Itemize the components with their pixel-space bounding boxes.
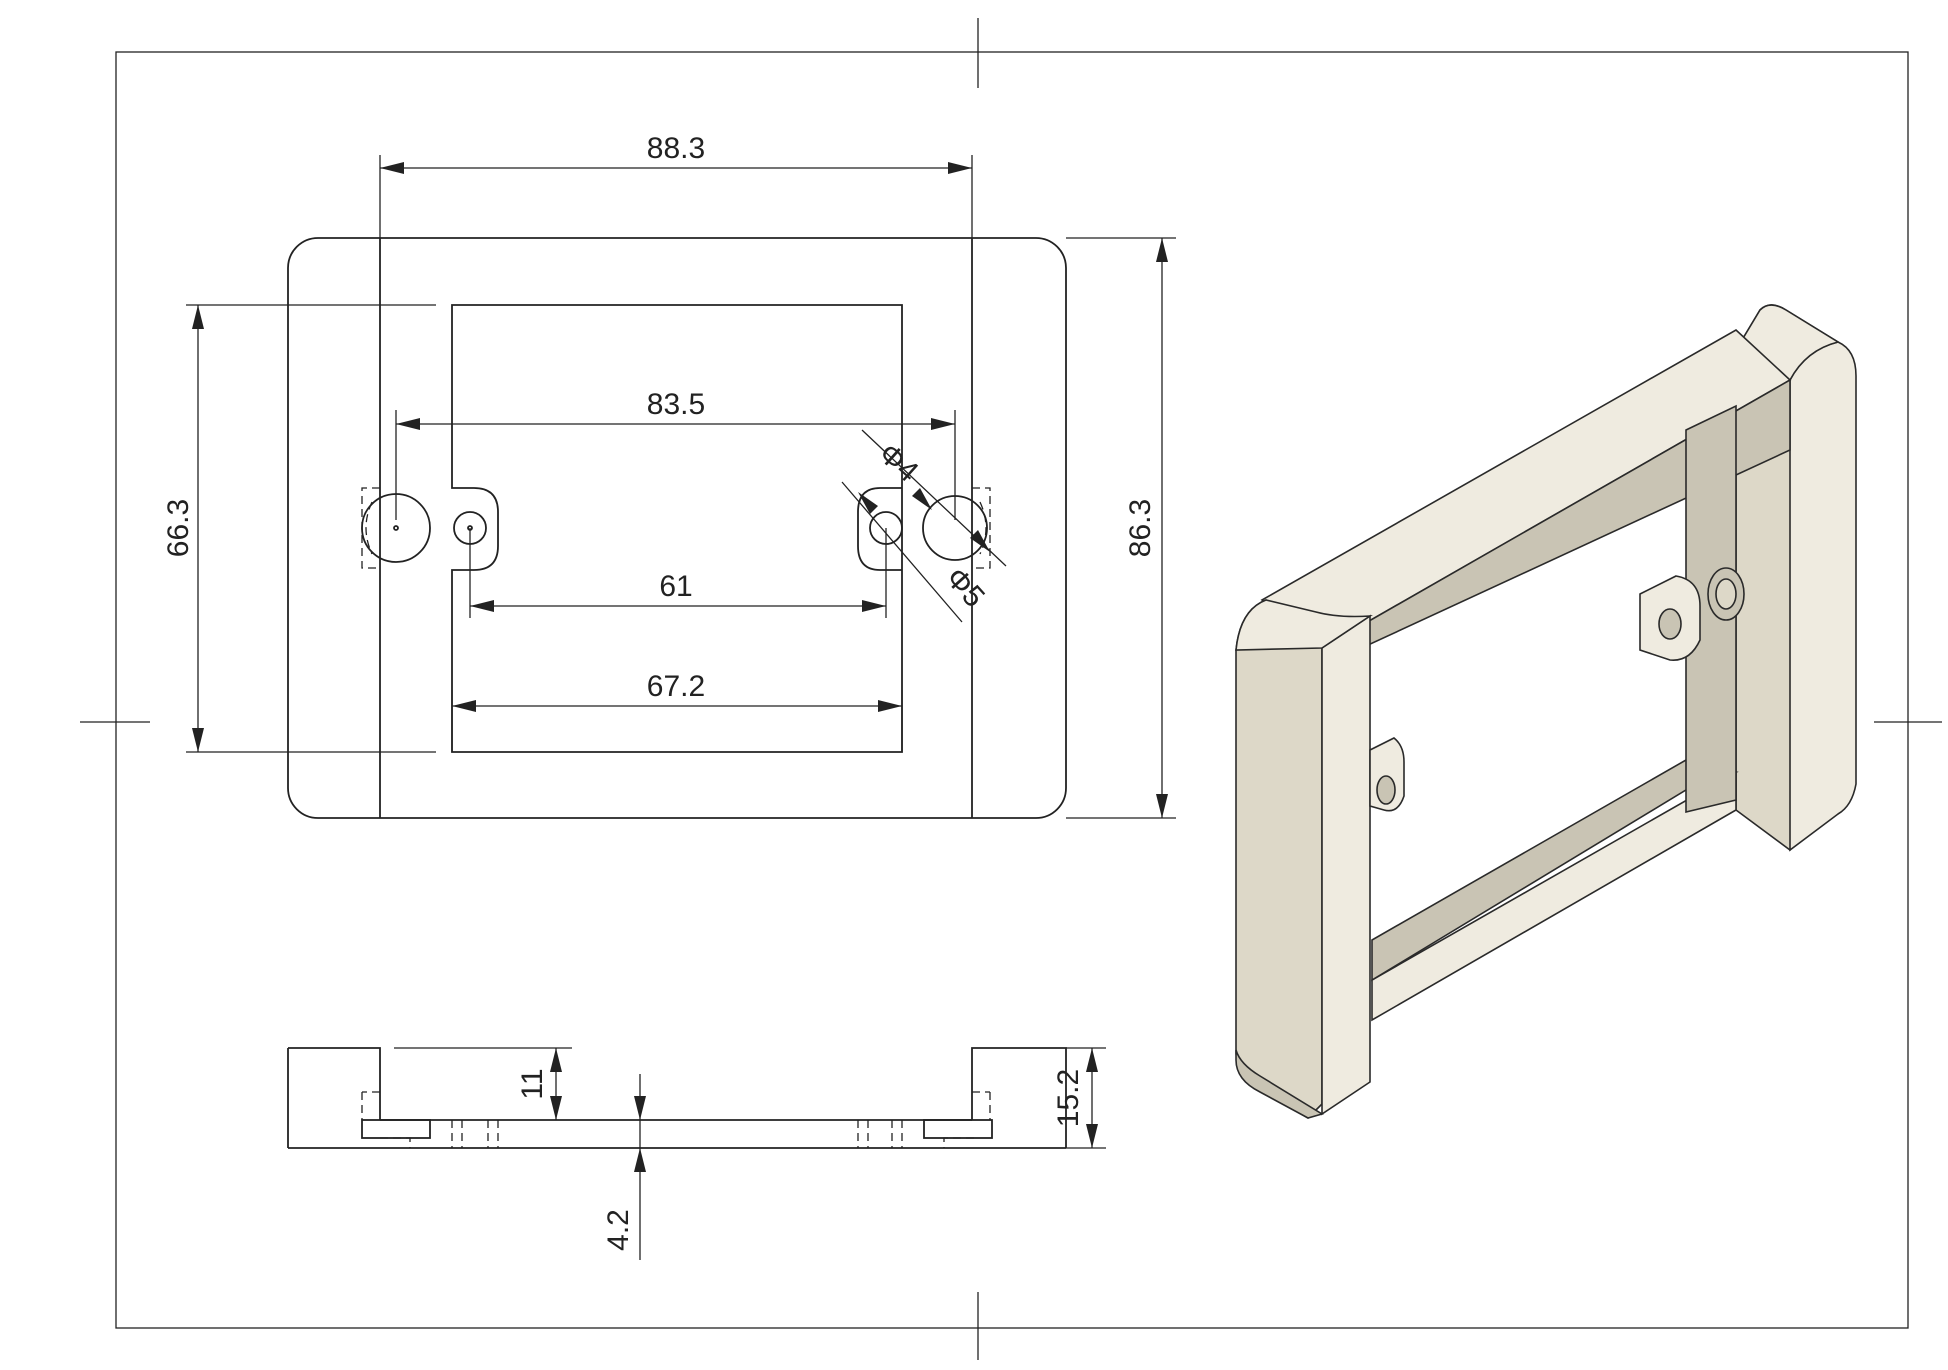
dim-plate-thickness: 4.2 bbox=[602, 1074, 646, 1260]
dim-overall-height: 86.3 bbox=[1066, 237, 1176, 819]
dim-total-depth: 15.2 bbox=[1052, 1047, 1106, 1149]
dim-label-61: 61 bbox=[659, 570, 692, 603]
side-view bbox=[287, 1047, 1067, 1149]
dim-label-66-3: 66.3 bbox=[162, 499, 195, 557]
dim-label-88-3: 88.3 bbox=[647, 132, 705, 165]
isometric-view bbox=[1235, 304, 1857, 1120]
dim-label-4-2: 4.2 bbox=[602, 1209, 635, 1251]
dim-hole-spacing-inner: 61 bbox=[469, 528, 887, 618]
dim-label-86-3: 86.3 bbox=[1124, 499, 1157, 557]
dim-label-83-5: 83.5 bbox=[647, 388, 705, 421]
dim-label-67-2: 67.2 bbox=[647, 670, 705, 703]
dim-hole-spacing-outer: 83.5 bbox=[395, 388, 956, 520]
dim-hole-diameters: Φ4 Φ5 bbox=[841, 429, 1007, 623]
front-view bbox=[287, 237, 1067, 819]
dim-opening-height: 66.3 bbox=[162, 304, 436, 753]
dim-opening-width: 67.2 bbox=[451, 670, 903, 752]
dim-label-15-2: 15.2 bbox=[1052, 1069, 1085, 1127]
dim-side-depth: 11 bbox=[394, 1047, 572, 1120]
dim-label-phi5: Φ5 bbox=[939, 562, 991, 614]
dim-label-11: 11 bbox=[516, 1068, 549, 1099]
sheet-frame bbox=[80, 18, 1942, 1360]
dim-top-width: 88.3 bbox=[379, 132, 973, 238]
